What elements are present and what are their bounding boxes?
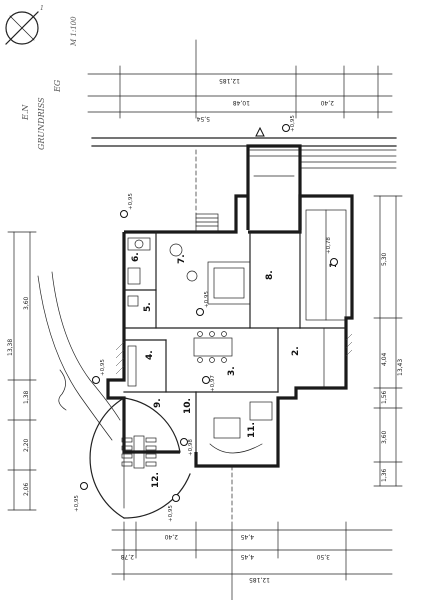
level-l7: +0,95 — [168, 505, 174, 522]
dim-left-b: 1,38 — [23, 390, 30, 404]
room-12-label: 12. — [151, 472, 161, 488]
corner-stamp: 1 — [5, 5, 44, 45]
dim-bottom-e: 2,78 — [120, 553, 134, 560]
room-7-label: 7. — [177, 254, 187, 264]
room-labels: 7. 8. 6. 5. 4. 3. 2. 1 9. 10. 11. 12. — [131, 252, 339, 488]
dim-left-total: 13,38 — [7, 339, 14, 356]
top-dimensions: 12,185 10,48 5,54 2,40 — [87, 39, 393, 122]
level-l4: +0,97 — [210, 375, 216, 392]
dim-right-d: 3,60 — [381, 430, 388, 444]
dim-top-c: 2,40 — [320, 99, 334, 106]
hand-note-3: EG — [53, 79, 62, 93]
bottom-dimensions: 12,185 3,50 4,45 4,45 2,40 2,78 — [111, 521, 393, 600]
hand-note-4: M 1:100 — [70, 16, 78, 47]
dim-top-b: 10,48 — [233, 99, 250, 106]
left-dimensions: 13,38 3,60 1,38 2,20 2,06 — [7, 231, 37, 511]
level-l1: +0,95 — [290, 115, 296, 132]
hand-note-2: GRUNDRISS — [37, 97, 46, 150]
garden-path — [37, 271, 121, 441]
room-5-label: 5. — [143, 302, 153, 312]
dim-top-total: 12,185 — [219, 77, 240, 84]
room-10-label: 10. — [183, 398, 193, 414]
level-l9: +0,95 — [204, 291, 210, 308]
room-4-label: 4. — [145, 350, 155, 360]
level-l3: +0,95 — [100, 359, 106, 376]
conservatory — [89, 397, 191, 519]
room-2-label: 2. — [291, 346, 301, 356]
dim-left-d: 2,06 — [23, 482, 30, 496]
level-markers-top: +0,95 — [255, 115, 296, 137]
handwritten-notes: E.N GRUNDRISS EG M 1:100 — [21, 16, 78, 150]
furniture — [127, 237, 273, 454]
room-11-label: 11. — [247, 422, 257, 438]
dim-right-b: 4,04 — [381, 352, 388, 366]
room-8-label: 8. — [265, 270, 275, 280]
room-9-label: 9. — [153, 398, 163, 408]
wall-hatching — [115, 333, 353, 375]
dim-bottom-c: 4,45 — [240, 553, 254, 560]
level-l8: +0,95 — [128, 193, 134, 210]
room-6-label: 6. — [131, 252, 141, 262]
dim-bottom-total: 12,185 — [249, 576, 270, 583]
dim-bottom-b: 4,45 — [240, 533, 254, 540]
dim-top-a: 5,54 — [196, 115, 210, 122]
level-l2: +0,78 — [326, 237, 332, 254]
level-l6: +0,95 — [74, 495, 80, 512]
terrace-band — [91, 137, 397, 169]
dim-right-e: 1,36 — [381, 468, 388, 482]
dim-left-a: 3,60 — [23, 296, 30, 310]
corner-mark: 1 — [40, 5, 44, 12]
hand-note-1: E.N — [21, 104, 30, 121]
dim-right-total: 13,43 — [397, 359, 404, 376]
dim-bottom-a: 3,50 — [316, 553, 330, 560]
dim-right-c: 1,56 — [381, 390, 388, 404]
dim-right-a: 5,30 — [381, 252, 388, 266]
level-markers: +0,78 +0,95 +0,97 +0,98 +0,95 +0,95 +0,9… — [74, 193, 338, 522]
axis-marks — [195, 149, 233, 523]
right-dimensions: 13,43 5,30 4,04 1,56 3,60 1,36 — [373, 195, 404, 487]
level-l5: +0,98 — [188, 439, 194, 456]
dim-bottom-d: 2,40 — [164, 533, 178, 540]
room-3-label: 3. — [227, 366, 237, 376]
dim-left-c: 2,20 — [23, 438, 30, 452]
